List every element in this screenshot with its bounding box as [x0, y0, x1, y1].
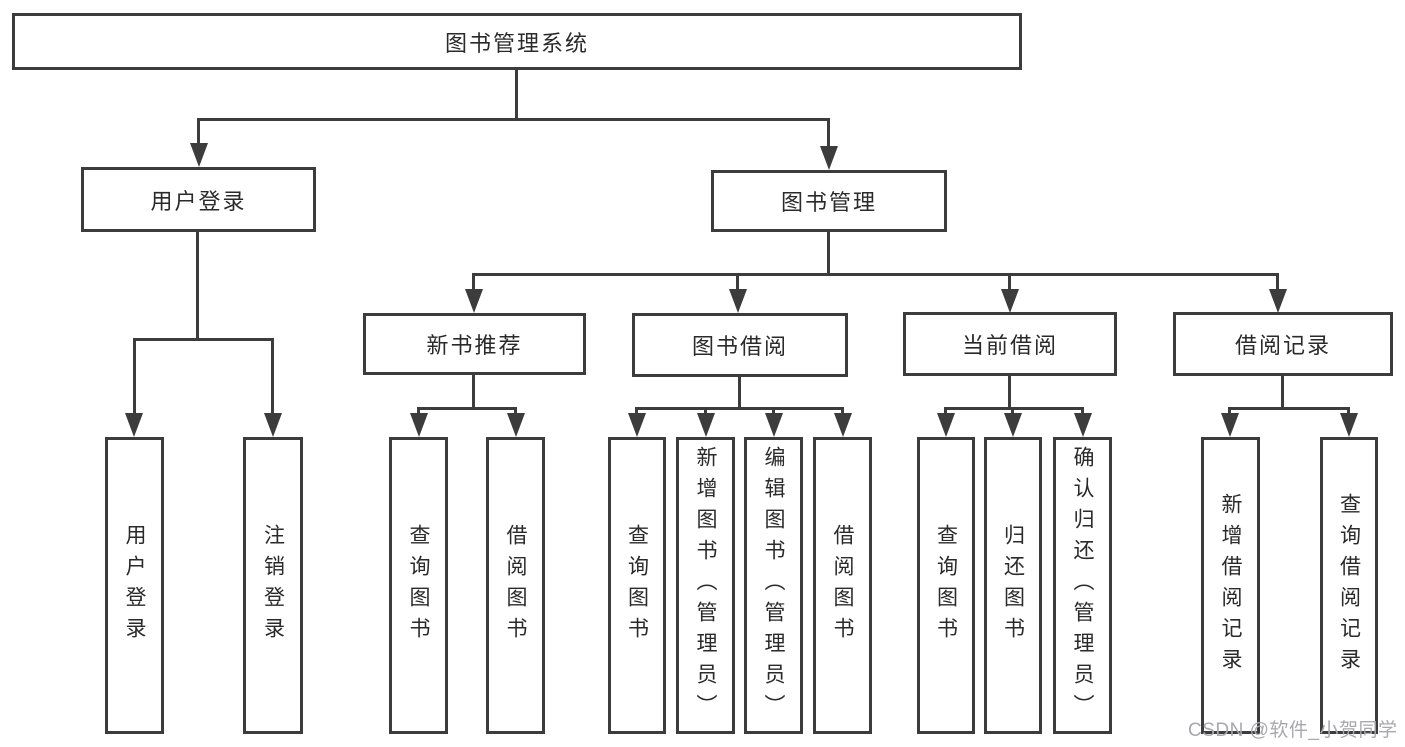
arrowhead-down-icon	[1221, 413, 1239, 437]
arrow-line	[271, 338, 274, 417]
csdn-watermark: CSDN @软件_小贺同学	[1188, 720, 1398, 741]
bracket-new-book	[418, 407, 517, 410]
arrow-line	[772, 407, 775, 417]
arrow-line	[827, 118, 830, 150]
connector-stub-book-borrowing	[738, 377, 741, 409]
node-return-book: 归还图书	[984, 437, 1042, 734]
arrow-line	[635, 407, 638, 417]
arrow-line	[1011, 407, 1014, 417]
bracket-user-login	[133, 338, 274, 341]
arrowhead-down-icon	[820, 146, 838, 170]
bracket-book-borrowing	[636, 407, 844, 410]
arrow-line	[1228, 407, 1231, 417]
node-add-borrow-record: 新增借阅记录	[1201, 437, 1260, 734]
node-query-books-recommend: 查询图书	[389, 437, 448, 734]
arrow-line	[417, 407, 420, 417]
arrow-line	[1008, 273, 1011, 293]
node-library-system: 图书管理系统	[12, 13, 1022, 70]
node-confirm-return-admin: 确认归还（管理员）	[1053, 437, 1112, 734]
node-new-book-recommend: 新书推荐	[363, 313, 586, 375]
arrowhead-down-icon	[765, 413, 783, 437]
arrowhead-down-icon	[1269, 289, 1287, 313]
arrowhead-down-icon	[507, 413, 525, 437]
arrowhead-down-icon	[410, 413, 428, 437]
node-borrow-books-recommend: 借阅图书	[486, 437, 545, 734]
connector-stub-borrowing-records	[1281, 376, 1284, 409]
connector-stub-user-login	[196, 232, 199, 340]
arrowhead-down-icon	[697, 413, 715, 437]
arrow-line	[197, 118, 200, 147]
arrow-line	[472, 273, 475, 293]
bracket-book-management	[473, 273, 1279, 276]
arrow-line	[1081, 407, 1084, 417]
arrow-line	[1347, 407, 1350, 417]
connector-stub-root	[515, 70, 518, 120]
arrowhead-down-icon	[465, 289, 483, 313]
connector-stub-current-borrowing	[1008, 376, 1011, 409]
arrow-line	[133, 338, 136, 417]
node-query-books-borrowing: 查询图书	[608, 437, 666, 734]
arrowhead-down-icon	[1001, 289, 1019, 313]
arrow-line	[1276, 273, 1279, 293]
node-query-borrow-record: 查询借阅记录	[1320, 437, 1378, 734]
node-edit-book-admin: 编辑图书（管理员）	[744, 437, 803, 734]
arrow-line	[704, 407, 707, 417]
node-add-book-admin: 新增图书（管理员）	[676, 437, 735, 734]
arrowhead-down-icon	[264, 413, 282, 437]
arrowhead-down-icon	[125, 413, 143, 437]
node-borrow-books: 借阅图书	[813, 437, 872, 734]
arrowhead-down-icon	[190, 143, 208, 167]
arrow-line	[514, 407, 517, 417]
arrowhead-down-icon	[729, 289, 747, 313]
node-book-borrowing: 图书借阅	[632, 313, 848, 377]
arrowhead-down-icon	[834, 413, 852, 437]
bracket-root	[198, 118, 830, 121]
connector-stub-new-book	[472, 375, 475, 409]
bracket-borrowing-records	[1229, 407, 1350, 410]
node-book-management: 图书管理	[711, 170, 947, 232]
arrowhead-down-icon	[1340, 413, 1358, 437]
arrowhead-down-icon	[937, 413, 955, 437]
arrow-line	[841, 407, 844, 417]
arrow-line	[944, 407, 947, 417]
node-logout: 注销登录	[243, 437, 303, 734]
node-user-login-branch: 用户登录	[81, 167, 316, 232]
arrowhead-down-icon	[1004, 413, 1022, 437]
arrowhead-down-icon	[628, 413, 646, 437]
node-borrowing-records: 借阅记录	[1173, 312, 1393, 376]
arrowhead-down-icon	[1074, 413, 1092, 437]
bracket-current-borrowing	[945, 407, 1084, 410]
node-current-borrowing: 当前借阅	[903, 312, 1117, 376]
connector-stub-book-management	[827, 232, 830, 275]
node-query-books-current: 查询图书	[917, 437, 975, 734]
node-user-login: 用户登录	[105, 437, 164, 734]
arrow-line	[736, 273, 739, 293]
